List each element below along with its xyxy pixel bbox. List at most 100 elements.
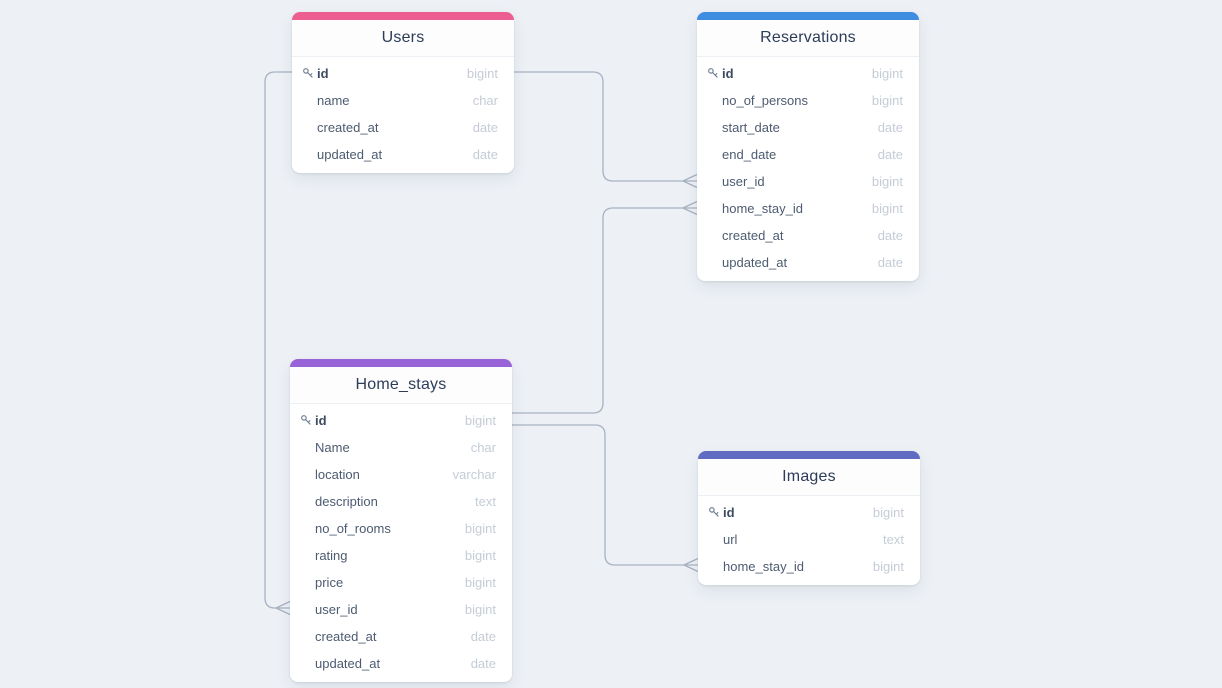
field-row-user_id[interactable]: user_id bigint (697, 168, 919, 195)
field-name: url (723, 532, 738, 547)
crows-foot-prong (275, 600, 291, 609)
field-row-id[interactable]: id bigint (697, 60, 919, 87)
field-name: id (722, 66, 734, 81)
table-title: Home_stays (290, 367, 512, 404)
field-name: updated_at (315, 656, 381, 671)
crows-foot-prong (682, 173, 698, 182)
field-name: user_id (315, 602, 358, 617)
field-name: created_at (317, 120, 379, 135)
primary-key-icon (708, 68, 718, 78)
field-left: url (708, 532, 737, 547)
field-name: user_id (722, 174, 765, 189)
table-title: Users (292, 20, 514, 57)
relationship-Users.id-to-Home_stays.user_id (264, 71, 292, 616)
field-name: start_date (722, 120, 780, 135)
field-left: id (300, 413, 327, 428)
field-type: varchar (452, 467, 496, 482)
crows-foot-prong (682, 180, 698, 189)
table-accent-bar (292, 12, 514, 20)
field-left: user_id (707, 174, 765, 189)
field-type: char (470, 440, 496, 455)
field-name: created_at (722, 228, 784, 243)
field-type: bigint (871, 93, 903, 108)
field-row-user_id[interactable]: user_id bigint (290, 596, 512, 623)
field-type: bigint (871, 174, 903, 189)
field-row-id[interactable]: id bigint (698, 499, 920, 526)
field-name: updated_at (722, 255, 788, 270)
field-name: updated_at (317, 147, 383, 162)
field-name: id (315, 413, 327, 428)
field-left: no_of_rooms (300, 521, 391, 536)
field-row-created_at[interactable]: created_at date (697, 222, 919, 249)
field-left: created_at (707, 228, 783, 243)
field-type: bigint (871, 66, 903, 81)
field-type: bigint (872, 505, 904, 520)
relationship-Home_stays.id-to-Reservations.home_stay_id (512, 200, 698, 414)
table-title: Reservations (697, 20, 919, 57)
field-left: location (300, 467, 360, 482)
field-row-no_of_persons[interactable]: no_of_persons bigint (697, 87, 919, 114)
table-accent-bar (697, 12, 919, 20)
relationship-Home_stays.id-to-Images.home_stay_id (512, 424, 699, 573)
field-left: home_stay_id (708, 559, 804, 574)
field-left: end_date (707, 147, 776, 162)
primary-key-icon (303, 68, 313, 78)
field-row-price[interactable]: price bigint (290, 569, 512, 596)
field-left: id (708, 505, 735, 520)
field-name: home_stay_id (722, 201, 803, 216)
table-accent-bar (698, 451, 920, 459)
field-type: date (470, 629, 496, 644)
field-name: id (723, 505, 735, 520)
field-type: date (877, 228, 903, 243)
primary-key-icon (709, 507, 719, 517)
field-left: created_at (300, 629, 376, 644)
field-left: price (300, 575, 343, 590)
field-left: updated_at (302, 147, 382, 162)
field-row-created_at[interactable]: created_at date (290, 623, 512, 650)
field-row-updated_at[interactable]: updated_at date (292, 141, 514, 168)
table-title: Images (698, 459, 920, 496)
field-type: text (475, 494, 496, 509)
field-type: bigint (464, 521, 496, 536)
field-name: no_of_rooms (315, 521, 391, 536)
field-row-created_at[interactable]: created_at date (292, 114, 514, 141)
field-type: bigint (464, 575, 496, 590)
field-name: no_of_persons (722, 93, 809, 108)
field-left: Name (300, 440, 350, 455)
field-name: rating (315, 548, 348, 563)
field-row-location[interactable]: location varchar (290, 461, 512, 488)
field-left: no_of_persons (707, 93, 808, 108)
field-row-no_of_rooms[interactable]: no_of_rooms bigint (290, 515, 512, 542)
crows-foot-prong (682, 207, 698, 216)
field-type: date (472, 147, 498, 162)
field-row-name[interactable]: Name char (290, 434, 512, 461)
field-name: price (315, 575, 344, 590)
field-type: bigint (464, 602, 496, 617)
field-name: Name (315, 440, 350, 455)
field-left: created_at (302, 120, 378, 135)
field-type: date (472, 120, 498, 135)
crows-foot-prong (683, 564, 699, 573)
field-name: created_at (315, 629, 377, 644)
crows-foot-prong (275, 607, 291, 616)
crows-foot-prong (682, 200, 698, 209)
